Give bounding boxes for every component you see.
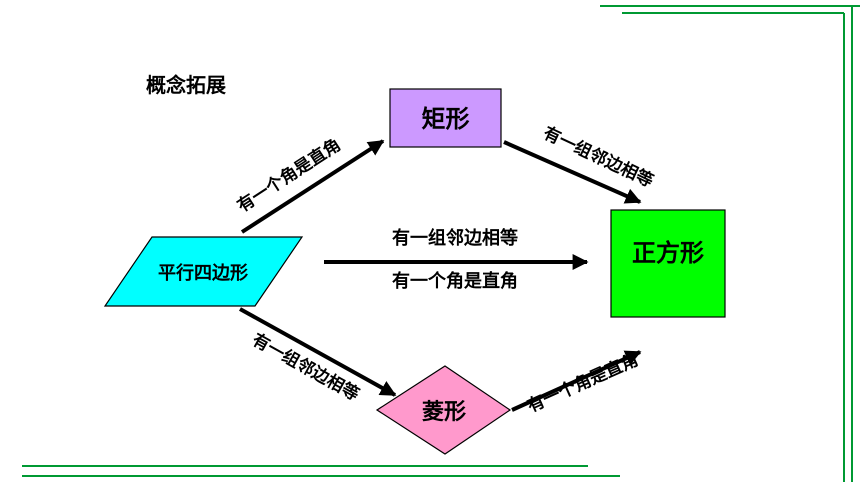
parallelogram-label: 平行四边形	[158, 262, 248, 284]
decorative-border	[22, 5, 860, 482]
arrow-rhombus-to-square	[511, 350, 642, 412]
label-para-to-square-top: 有一组邻边相等	[392, 227, 518, 249]
rectangle-shape	[389, 88, 502, 148]
square-shape	[610, 209, 726, 318]
rhombus-shape	[375, 365, 512, 455]
parallelogram-shape	[103, 236, 304, 307]
rectangle-label: 矩形	[422, 105, 470, 133]
rhombus-node: 菱形	[375, 365, 512, 455]
parallelogram-node: 平行四边形	[103, 236, 304, 307]
rectangle-node: 矩形	[389, 88, 502, 148]
arrow-rectangle-to-square	[503, 140, 642, 204]
rhombus-label: 菱形	[422, 399, 466, 425]
slide-title: 概念拓展	[146, 73, 226, 97]
square-node: 正方形	[610, 209, 726, 318]
square-label: 正方形	[632, 239, 704, 267]
label-para-to-square-bottom: 有一个角是直角	[392, 270, 518, 292]
label-rhombus-to-square: 有一个角是直角	[524, 349, 641, 417]
arrow-parallelogram-to-rhombus	[239, 307, 397, 397]
arrow-parallelogram-to-rectangle	[240, 139, 385, 234]
label-rect-to-square: 有一组邻边相等	[540, 122, 657, 191]
